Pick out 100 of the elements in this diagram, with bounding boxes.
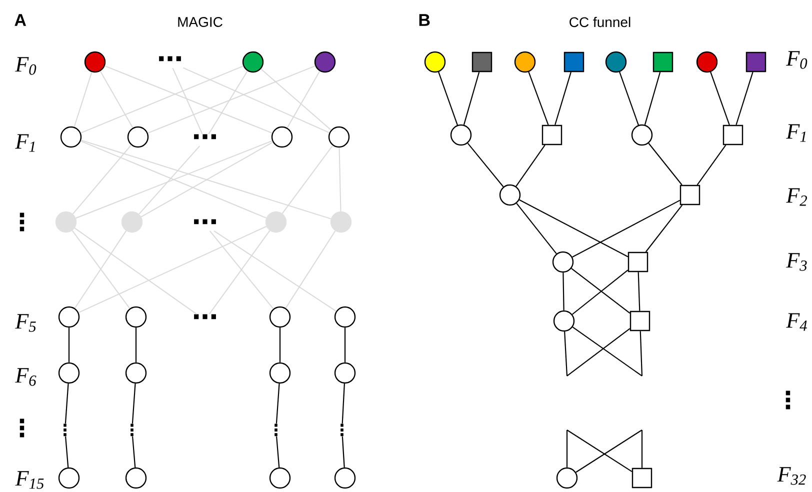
- square-symbol: [680, 184, 700, 206]
- vertical-ellipsis: ⋮: [274, 424, 278, 436]
- circle-symbol: [269, 362, 291, 384]
- circle-symbol: [269, 306, 291, 328]
- faded-line: [214, 230, 337, 312]
- faded-line: [285, 230, 336, 309]
- panel-title: CC funnel: [570, 16, 630, 28]
- circle-symbol: [696, 51, 718, 73]
- pedigree-line: [463, 72, 480, 125]
- faded-line: [80, 140, 332, 220]
- pedigree-line: [619, 72, 639, 126]
- faded-line: [104, 65, 273, 134]
- faded-line: [80, 66, 244, 134]
- circle-symbol: [328, 126, 350, 148]
- generation-label: F$_{1}$: [786, 124, 806, 142]
- pedigree-line: [736, 72, 754, 126]
- circle-symbol: [271, 126, 293, 148]
- circle-symbol: [514, 51, 536, 73]
- pedigree-line: [519, 199, 628, 258]
- pedigree-line: [648, 142, 682, 186]
- pedigree-line: [696, 144, 726, 186]
- vertical-ellipsis: ⋮: [20, 418, 24, 438]
- faded-line: [208, 70, 248, 135]
- pedigree-line: [572, 326, 642, 376]
- pedigree-line: [516, 144, 546, 187]
- circle-symbol: [55, 211, 77, 233]
- pedigree-line: [640, 331, 643, 376]
- pedigree-line: [276, 436, 280, 468]
- vertical-ellipsis: ⋮: [340, 424, 344, 436]
- circle-symbol: [125, 467, 147, 489]
- circle-symbol: [334, 467, 356, 489]
- faded-line: [72, 144, 132, 214]
- square-symbol: [472, 52, 492, 72]
- circle-symbol: [60, 126, 82, 148]
- faded-line: [140, 142, 274, 218]
- faded-line: [74, 72, 92, 128]
- faded-line: [78, 226, 267, 314]
- pedigree-line: [564, 332, 568, 376]
- circle-symbol: [330, 211, 352, 233]
- square-symbol: [746, 52, 766, 72]
- circle-symbol: [552, 251, 574, 273]
- faded-line: [100, 70, 134, 128]
- pedigree-line: [342, 436, 345, 468]
- pedigree-line: [554, 72, 572, 126]
- circle-symbol: [58, 362, 80, 384]
- pedigree-line: [641, 430, 643, 468]
- pedigree-line: [438, 72, 458, 126]
- ellipsis: ⋯: [194, 219, 216, 224]
- circle-symbol: [58, 467, 80, 489]
- pedigree-line: [516, 202, 557, 254]
- square-symbol: [632, 468, 652, 488]
- pedigree-line: [638, 272, 640, 311]
- square-symbol: [630, 310, 650, 332]
- panel-letter: B: [419, 14, 430, 26]
- faded-line: [286, 70, 320, 128]
- generation-label: F$_{5}$: [15, 314, 36, 332]
- square-symbol: [722, 124, 744, 146]
- circle-symbol: [605, 51, 627, 73]
- circle-symbol: [84, 51, 106, 73]
- pedigree-line: [344, 328, 346, 362]
- faded-line: [182, 67, 330, 134]
- square-symbol: [652, 52, 674, 72]
- circle-symbol: [125, 306, 147, 328]
- pedigree-line: [528, 72, 549, 126]
- faded-line: [282, 145, 334, 214]
- square-symbol: [628, 252, 648, 272]
- circle-symbol: [334, 306, 356, 328]
- circle-symbol: [269, 467, 291, 489]
- panel-letter: A: [14, 14, 26, 26]
- pedigree-line: [572, 200, 680, 258]
- ellipsis: ⋯: [194, 314, 216, 320]
- pedigree-line: [566, 328, 630, 376]
- vertical-ellipsis: ⋮: [786, 390, 790, 410]
- pedigree-line: [562, 272, 564, 310]
- generation-label: F$_{0}$: [786, 51, 808, 69]
- square-symbol: [542, 124, 562, 146]
- pedigree-line: [576, 430, 642, 473]
- generation-label: F$_{2}$: [786, 188, 807, 206]
- vertical-ellipsis: ⋮: [64, 424, 66, 436]
- vertical-ellipsis: ⋮: [130, 424, 134, 436]
- square-symbol: [564, 52, 584, 72]
- circle-symbol: [556, 467, 578, 489]
- circle-symbol: [334, 362, 356, 384]
- circle-symbol: [553, 310, 575, 332]
- circle-symbol: [265, 211, 287, 233]
- pedigree-line: [68, 328, 70, 362]
- pedigree-line: [467, 142, 504, 188]
- faded-line: [172, 67, 203, 135]
- circle-symbol: [242, 51, 264, 73]
- circle-symbol: [314, 51, 336, 73]
- pedigree-line: [644, 72, 661, 125]
- pedigree-line: [132, 436, 136, 468]
- pedigree-line: [710, 72, 730, 126]
- pedigree-line: [566, 430, 632, 472]
- pedigree-line: [276, 384, 280, 424]
- panel-title: MAGIC: [178, 17, 222, 27]
- generation-label: F$_{1}$: [15, 134, 35, 152]
- pedigree-line: [132, 384, 136, 424]
- pedigree-line: [342, 384, 345, 424]
- circle-symbol: [450, 124, 472, 146]
